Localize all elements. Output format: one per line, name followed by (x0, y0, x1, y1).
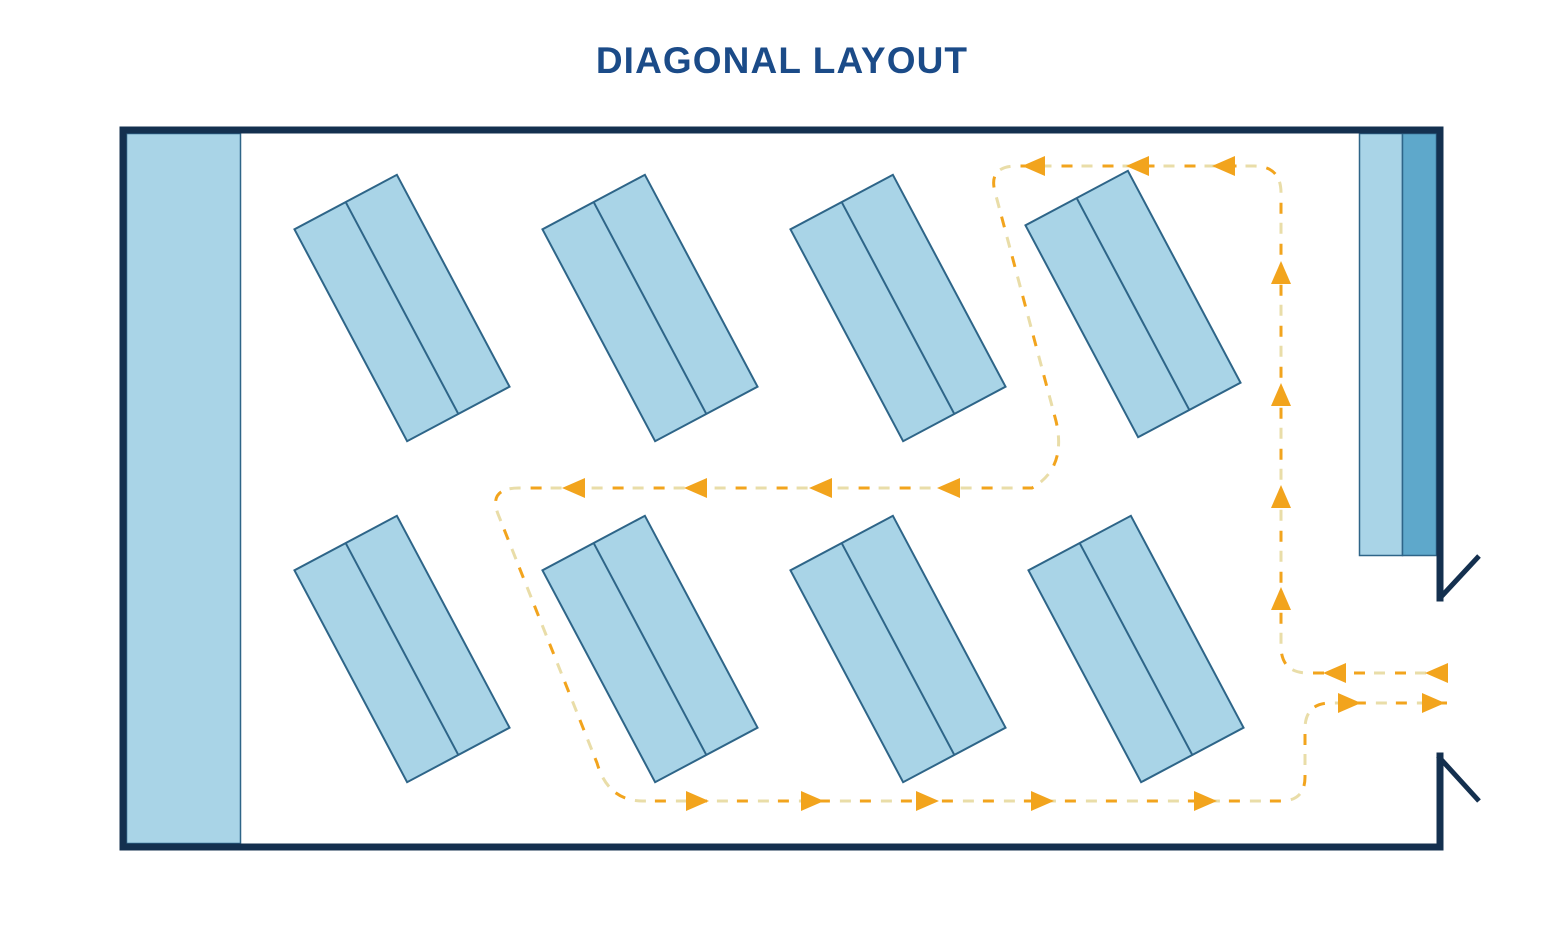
left-wall-unit (125, 132, 242, 845)
entrance-door (1436, 554, 1481, 803)
flow-arrow-right-icon (801, 791, 824, 811)
flow-arrow-right-icon (686, 791, 709, 811)
gondola-divider (344, 542, 460, 756)
flow-arrow-left-icon (1022, 156, 1045, 176)
door-jamb-top (1438, 554, 1481, 600)
right-wall-unit-inner (1401, 132, 1438, 557)
flow-arrow-up-icon (1271, 587, 1291, 610)
gondola-divider (1078, 542, 1194, 756)
room-walls (119, 126, 1444, 851)
gondola-shelf-8 (1027, 514, 1245, 784)
flow-arrow-left-icon (562, 478, 585, 498)
gondola-shelf-3 (789, 173, 1007, 443)
gondola-shelf-1 (293, 173, 511, 443)
gondola-divider (840, 542, 956, 756)
gondola-shelf-2 (541, 173, 759, 443)
door-jamb-bottom (1436, 754, 1481, 803)
flow-dashes-primary (494, 164, 1447, 803)
flow-arrow-left-icon (937, 478, 960, 498)
gondola-shelves (293, 169, 1245, 784)
flow-arrow-left-icon (1323, 663, 1346, 683)
gondola-divider (840, 201, 956, 415)
flow-arrow-right-icon (1194, 791, 1217, 811)
gondola-shelf-5 (293, 514, 511, 784)
flow-arrow-up-icon (1271, 261, 1291, 284)
gondola-divider (592, 542, 708, 756)
flow-arrow-left-icon (1212, 156, 1235, 176)
flow-arrow-left-icon (684, 478, 707, 498)
gondola-shelf-6 (541, 514, 759, 784)
gondola-shelf-4 (1024, 169, 1242, 439)
flow-arrow-up-icon (1271, 485, 1291, 508)
right-wall-unit-outer (1358, 132, 1404, 557)
flow-arrow-left-icon (1126, 156, 1149, 176)
flow-arrow-right-icon (916, 791, 939, 811)
flow-arrow-right-icon (1422, 693, 1445, 713)
flow-arrow-right-icon (1338, 693, 1361, 713)
flow-arrow-up-icon (1271, 383, 1291, 406)
gondola-divider (344, 201, 460, 415)
flow-arrow-left-icon (809, 478, 832, 498)
flow-arrow-left-icon (1425, 663, 1448, 683)
gondola-divider (1075, 197, 1191, 411)
diagram-title: DIAGONAL LAYOUT (595, 40, 969, 81)
wall-units (125, 132, 1438, 845)
customer-flow-path (494, 156, 1448, 811)
gondola-divider (592, 201, 708, 415)
flow-arrow-right-icon (1031, 791, 1054, 811)
gondola-shelf-7 (789, 514, 1007, 784)
